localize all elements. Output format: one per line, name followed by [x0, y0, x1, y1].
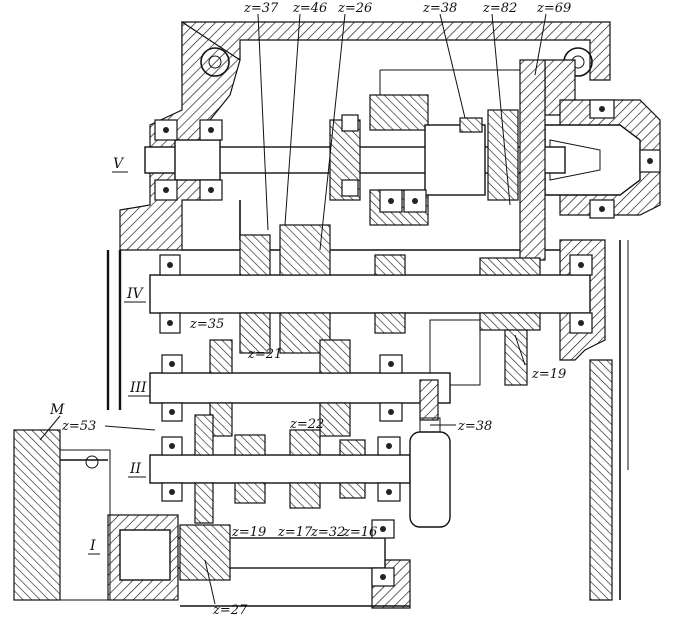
label-z21: z=21: [247, 347, 282, 362]
label-z69: z=69: [536, 1, 571, 16]
shaft-label-ii: II: [129, 461, 142, 477]
shaft-ii: [149, 414, 451, 528]
leader-lines: [39, 13, 547, 605]
shaft-i: [107, 514, 395, 601]
label-z53: z=53: [61, 419, 96, 434]
label-z38-right: z=38: [457, 419, 492, 434]
gear-labels: z=37 z=46 z=26 z=38 z=82 z=69 z=35 z=21 …: [49, 1, 571, 618]
housing: [106, 20, 629, 609]
shaft-label-i: I: [89, 538, 96, 554]
label-motor: M: [49, 402, 65, 418]
label-z82: z=82: [482, 1, 517, 16]
label-z46: z=46: [292, 1, 327, 16]
shaft-label-iii: III: [129, 380, 147, 396]
label-z37: z=37: [243, 1, 279, 16]
shaft-iii: [149, 339, 451, 437]
label-z19-right: z=19: [531, 367, 566, 382]
spindle-head: [544, 99, 661, 219]
label-z27: z=27: [212, 603, 248, 618]
shaft-numerals: V IV III II I: [88, 156, 150, 555]
motor: [13, 429, 111, 601]
label-z22: z=22: [289, 417, 324, 432]
shaft-v: [144, 59, 566, 261]
label-z38-top: z=38: [422, 1, 457, 16]
label-z35: z=35: [189, 317, 224, 332]
label-z17: z=17: [277, 525, 313, 540]
label-z26: z=26: [337, 1, 372, 16]
shaft-label-v: V: [113, 156, 125, 172]
label-z19-bottom: z=19: [231, 525, 266, 540]
label-z16: z=16: [342, 525, 377, 540]
label-z32: z=32: [310, 525, 345, 540]
shaft-label-iv: IV: [126, 286, 145, 302]
shaft-iv: [149, 224, 593, 386]
